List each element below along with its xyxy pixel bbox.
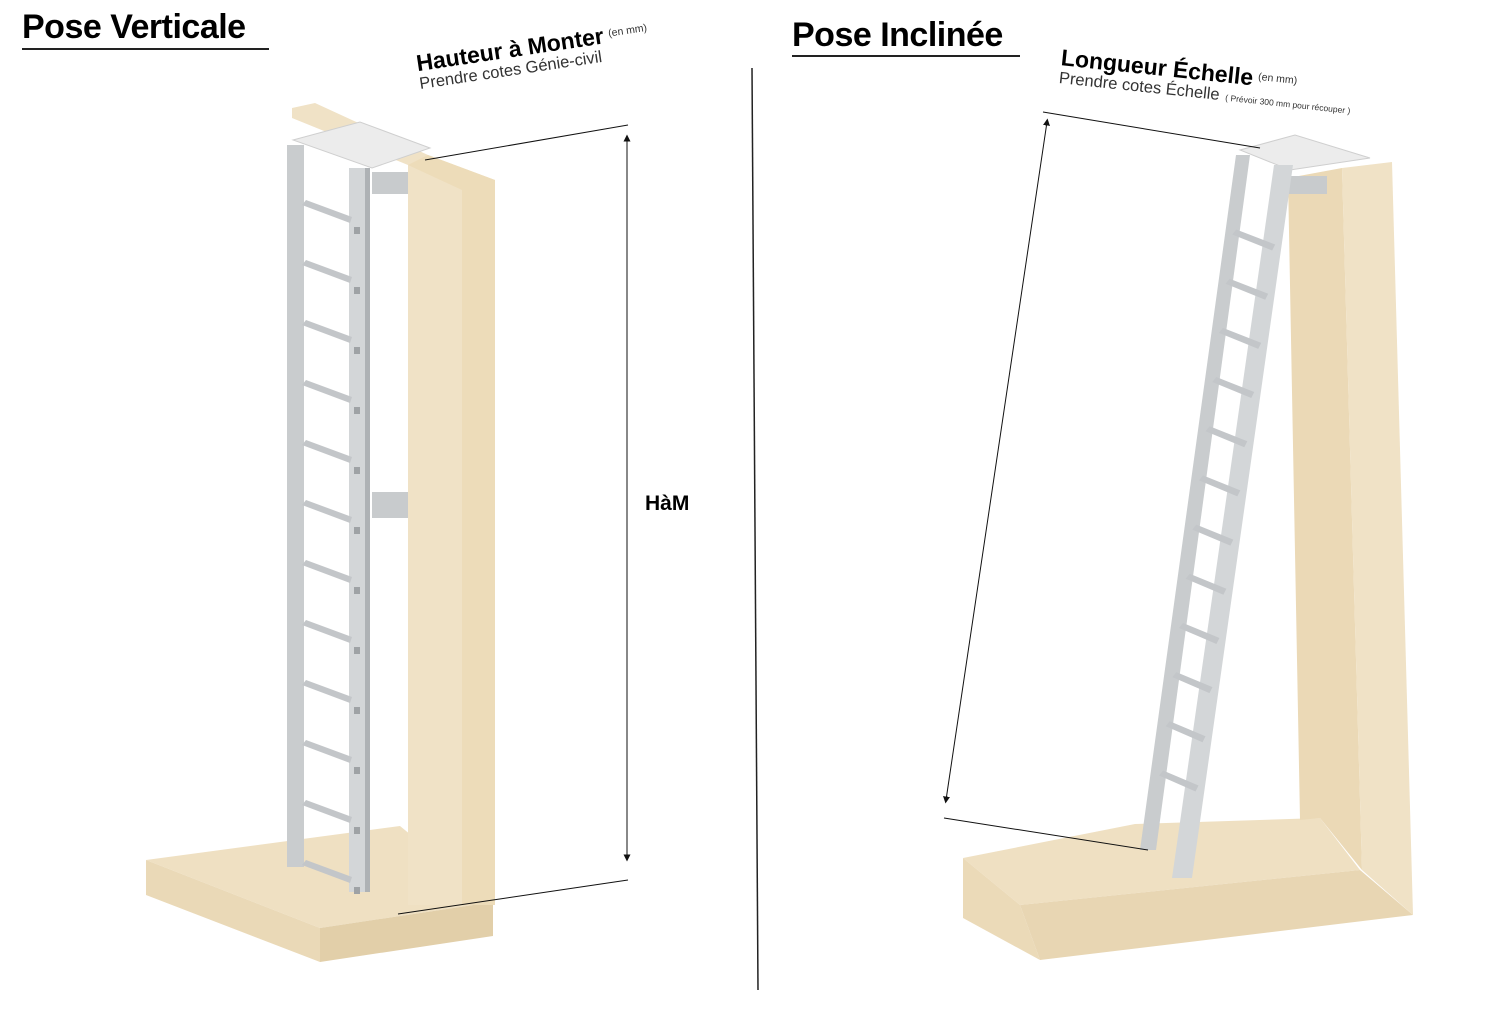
inclined-bottom-leader-line [943, 817, 1149, 851]
section-divider [751, 67, 759, 991]
vertical-rung-bolt [354, 647, 360, 654]
vertical-ladder-rung [302, 320, 352, 343]
vertical-rung-bolt [354, 407, 360, 414]
title-inclined-installation: Pose Inclinée [792, 16, 1003, 54]
vertical-rung-bolt [354, 527, 360, 534]
inclined-ladder-rungs [1159, 229, 1276, 792]
vertical-mid-bracket [372, 492, 408, 518]
vertical-rung-bolt [354, 347, 360, 354]
vertical-installation-illustration [146, 103, 631, 962]
vertical-rung-bolt [354, 227, 360, 234]
inclined-floor-top [963, 818, 1360, 905]
vertical-floor-slab-side [320, 902, 493, 962]
inclined-ladder-rung [1212, 377, 1255, 399]
vertical-rung-bolt [354, 827, 360, 834]
inclined-ladder-rung [1232, 229, 1276, 251]
vertical-bottom-leader-line [397, 879, 629, 915]
vertical-rung-bolt [354, 467, 360, 474]
vertical-ladder-rung [302, 860, 352, 883]
inclined-ladder-rung [1165, 721, 1206, 743]
vertical-top-bracket [372, 172, 408, 194]
inclined-ladder-rung [1205, 426, 1248, 448]
vertical-ladder-rung [302, 740, 352, 763]
inclined-ladder-rung [1159, 770, 1199, 792]
vertical-rung-bolt [354, 767, 360, 774]
vertical-ladder-rung [302, 380, 352, 403]
title-inclined-underline [792, 55, 1020, 57]
inclined-wall-upright-front [1288, 168, 1362, 870]
vertical-ladder-rungs [302, 200, 360, 894]
inclined-ladder-rung [1185, 573, 1227, 595]
vertical-ladder-stile-edge [365, 168, 370, 892]
vertical-ladder-left-stile [287, 145, 304, 867]
vertical-rung-bolt [354, 887, 360, 894]
inclined-top-platform [1238, 134, 1371, 171]
inclined-ladder-rung [1198, 475, 1241, 497]
vertical-ladder-rung [302, 500, 352, 523]
inclined-ladder-right-stile [1172, 165, 1293, 878]
inclined-floor-front [963, 858, 1040, 960]
vertical-rung-bolt [354, 587, 360, 594]
height-unit: (en mm) [607, 21, 648, 40]
inclined-floor-side [1020, 870, 1413, 960]
vertical-floor-slab-front [146, 860, 320, 962]
inclined-top-leader-line [1042, 111, 1261, 149]
inclined-ladder-rung [1172, 672, 1213, 694]
vertical-rung-bolt [354, 707, 360, 714]
vertical-ladder-rung [302, 440, 352, 463]
vertical-wall-front [292, 103, 495, 905]
inclined-installation-illustration [943, 111, 1413, 960]
vertical-top-leader-line [424, 124, 629, 161]
inclined-ladder-rung [1179, 622, 1220, 644]
title-vertical-underline [22, 48, 269, 50]
ham-dimension-label: HàM [645, 492, 690, 515]
vertical-ladder-rung [302, 800, 352, 823]
inclined-ladder-rung [1192, 524, 1234, 546]
vertical-wall-shadow-face [408, 155, 495, 905]
vertical-ladder-rung [302, 560, 352, 583]
inclined-wall-upright-side [1342, 162, 1413, 915]
vertical-ladder-rung [302, 680, 352, 703]
inclined-ladder-rung [1225, 278, 1269, 300]
vertical-ladder-rung [302, 260, 352, 283]
inclined-ladder-rung [1218, 327, 1262, 349]
inclined-dimension-arrow [943, 118, 1050, 804]
vertical-ladder-rung [302, 620, 352, 643]
inclined-top-bracket [1285, 176, 1327, 194]
vertical-floor-slab-top [146, 826, 493, 928]
vertical-ladder-rung [302, 200, 352, 223]
title-vertical-installation: Pose Verticale [22, 8, 246, 46]
vertical-rung-bolt [354, 287, 360, 294]
vertical-top-platform [291, 121, 432, 169]
length-unit: (en mm) [1257, 70, 1298, 87]
